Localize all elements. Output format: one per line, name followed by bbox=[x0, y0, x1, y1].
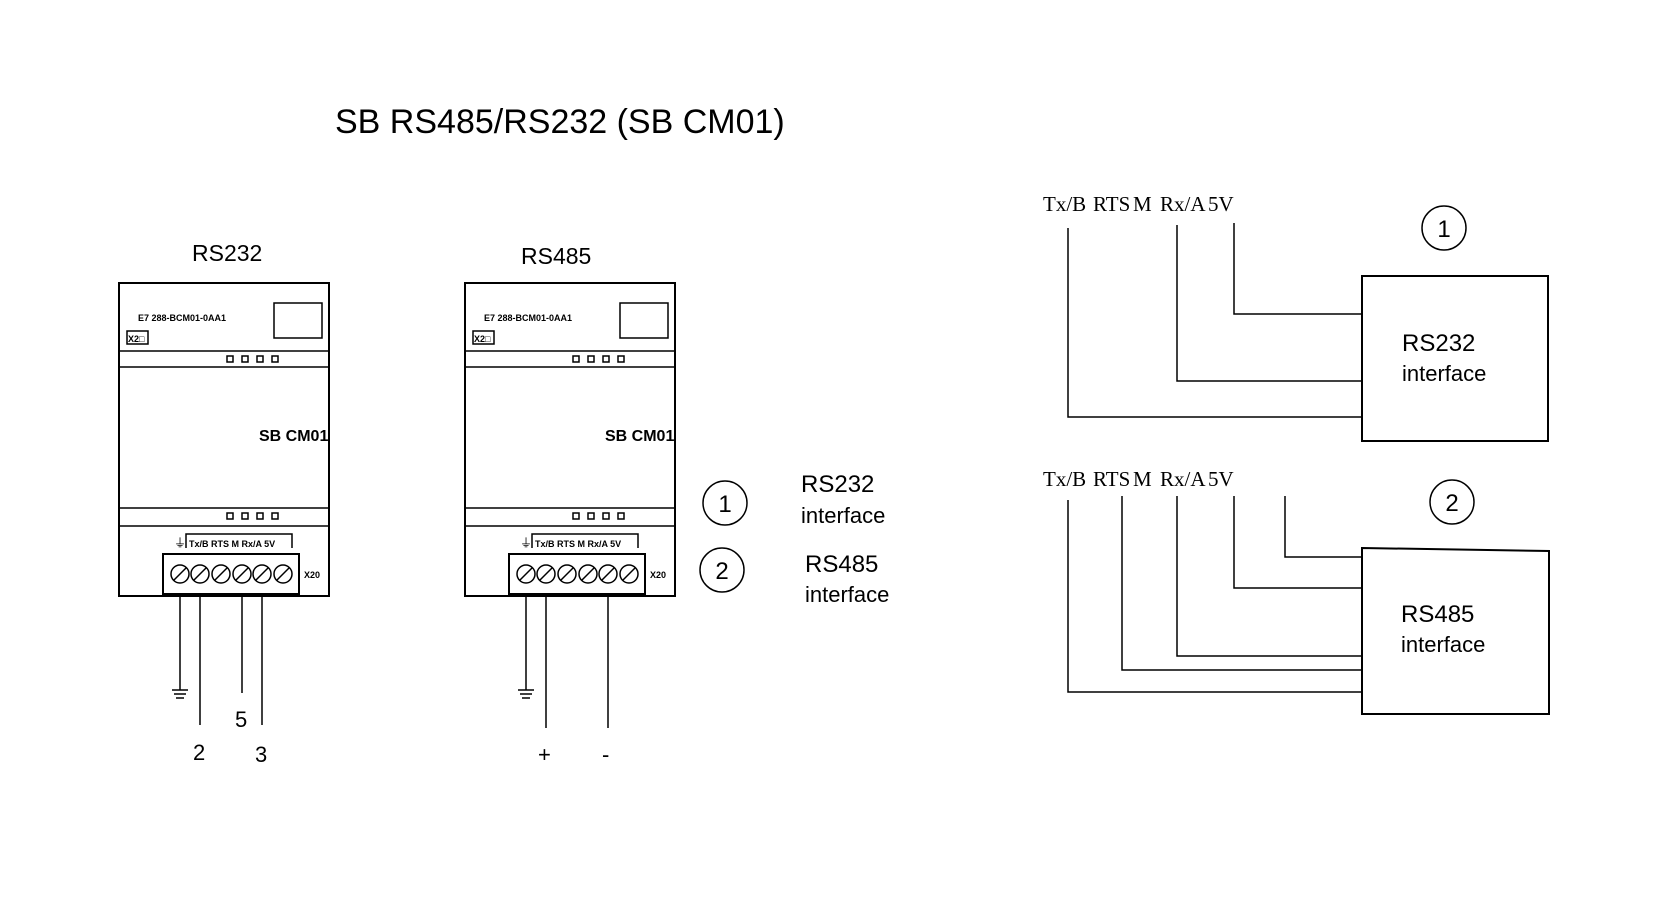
wiring-diagram-2: Tx/B RTS M Rx/A 5V 2 RS485 interface bbox=[1043, 467, 1550, 715]
rs485-wire-label-plus: + bbox=[538, 742, 551, 767]
rs485-terminal-block bbox=[508, 553, 646, 595]
rs485-badge: X2□ bbox=[474, 334, 491, 344]
wiring-1-pin-labels: Tx/B RTS M Rx/A 5V bbox=[1043, 192, 1234, 216]
legend-label-1-line2: interface bbox=[801, 503, 885, 528]
wiring-2-wire-extra bbox=[1284, 496, 1362, 558]
wiring-2-device-box bbox=[1361, 546, 1550, 715]
legend-label-1-line1: RS232 bbox=[801, 471, 874, 498]
rs232-label-window bbox=[273, 302, 323, 339]
legend-item-1: 1 RS232 interface bbox=[702, 471, 885, 528]
rs485-module: RS485 E7 288-BCM01-0AA1 X2□ SB CM01 ⏚ Tx… bbox=[464, 243, 676, 767]
rs485-label-window bbox=[619, 302, 669, 339]
wiring-1-wire-5v bbox=[1233, 223, 1362, 315]
legend-marker-2 bbox=[699, 547, 745, 593]
rs485-badge-frame bbox=[472, 330, 495, 345]
wiring-2-wire-txb bbox=[1067, 500, 1362, 693]
wiring-1-wire-rxa bbox=[1176, 225, 1362, 382]
wiring-1-pin-txb: Tx/B bbox=[1043, 192, 1086, 216]
wiring-2-wire-5v bbox=[1233, 496, 1362, 589]
rs232-led-row-top bbox=[226, 355, 279, 363]
rs485-module-name: SB CM01 bbox=[605, 428, 674, 445]
wiring-diagram-1: Tx/B RTS M Rx/A 5V 1 RS232 interface bbox=[1043, 192, 1549, 442]
rs232-wire-label-txb: 2 bbox=[193, 740, 205, 765]
rs232-part-number: E7 288-BCM01-0AA1 bbox=[138, 313, 226, 323]
rs232-wire-label-m: 5 bbox=[235, 707, 247, 732]
wiring-2-box-line1: RS485 bbox=[1401, 601, 1474, 628]
legend-number-1: 1 bbox=[718, 491, 731, 518]
wiring-2-pin-5v: 5V bbox=[1208, 467, 1234, 491]
rs485-wire-label-minus: - bbox=[602, 742, 609, 767]
rs485-terminal-labels: Tx/B RTS M Rx/A 5V bbox=[535, 539, 621, 549]
rs232-badge: X2□ bbox=[128, 334, 145, 344]
wiring-1-box-line1: RS232 bbox=[1402, 330, 1475, 357]
rs485-connector-label: X20 bbox=[650, 570, 666, 580]
wiring-1-pin-m: M bbox=[1133, 192, 1152, 216]
rs232-ground-symbol: ⏚ bbox=[174, 536, 186, 550]
wiring-1-pin-5v: 5V bbox=[1208, 192, 1234, 216]
rs232-badge-frame bbox=[126, 330, 149, 345]
legend-number-2: 2 bbox=[715, 558, 728, 585]
wiring-1-pin-rts: RTS bbox=[1093, 192, 1130, 216]
rs485-led-row-top bbox=[572, 355, 625, 363]
wiring-2-box-line2: interface bbox=[1401, 632, 1485, 657]
rs232-module: RS232 E7 288-BCM01-0AA1 X2□ SB CM01 ⏚ Tx… bbox=[118, 240, 330, 767]
wiring-1-marker bbox=[1421, 205, 1467, 251]
wiring-2-marker bbox=[1429, 479, 1475, 525]
rs232-terminal-labels: Tx/B RTS M Rx/A 5V bbox=[189, 539, 275, 549]
wiring-1-pin-rxa: Rx/A bbox=[1160, 192, 1206, 216]
rs232-module-name: SB CM01 bbox=[259, 428, 328, 445]
rs232-led-row-bottom bbox=[226, 512, 279, 520]
legend-item-2: 2 RS485 interface bbox=[699, 547, 889, 607]
wiring-2-wire-rxa bbox=[1176, 496, 1362, 657]
rs485-ground-symbol: ⏚ bbox=[520, 536, 532, 550]
rs485-led-row-bottom bbox=[572, 512, 625, 520]
wiring-1-wire-txb bbox=[1067, 228, 1362, 418]
wiring-1-device-box bbox=[1361, 275, 1549, 442]
rs232-ground-icon bbox=[172, 689, 188, 699]
legend-label-2-line1: RS485 bbox=[805, 551, 878, 578]
legend-label-2-line2: interface bbox=[805, 582, 889, 607]
rs485-module-body bbox=[464, 282, 676, 597]
wiring-2-number: 2 bbox=[1445, 490, 1458, 517]
rs232-wire-label-rxa: 3 bbox=[255, 742, 267, 767]
rs232-connector-label: X20 bbox=[304, 570, 320, 580]
wiring-1-number: 1 bbox=[1437, 216, 1450, 243]
wiring-2-pin-rxa: Rx/A bbox=[1160, 467, 1206, 491]
wiring-2-wire-rts bbox=[1121, 496, 1362, 671]
rs232-terminal-screws bbox=[170, 564, 293, 584]
wiring-2-pin-m: M bbox=[1133, 467, 1152, 491]
rs485-terminal-screws bbox=[516, 564, 639, 584]
rs232-module-heading: RS232 bbox=[192, 240, 262, 266]
legend-marker-1 bbox=[702, 480, 748, 526]
rs485-ground-icon bbox=[518, 689, 534, 699]
wiring-1-box-line2: interface bbox=[1402, 361, 1486, 386]
wiring-2-pin-labels: Tx/B RTS M Rx/A 5V bbox=[1043, 467, 1234, 491]
page-title: SB RS485/RS232 (SB CM01) bbox=[335, 103, 785, 141]
rs232-terminal-block bbox=[162, 553, 300, 595]
rs485-module-heading: RS485 bbox=[521, 243, 591, 269]
rs485-part-number: E7 288-BCM01-0AA1 bbox=[484, 313, 572, 323]
rs232-module-body bbox=[118, 282, 330, 597]
wiring-2-pin-rts: RTS bbox=[1093, 467, 1130, 491]
wiring-2-pin-txb: Tx/B bbox=[1043, 467, 1086, 491]
